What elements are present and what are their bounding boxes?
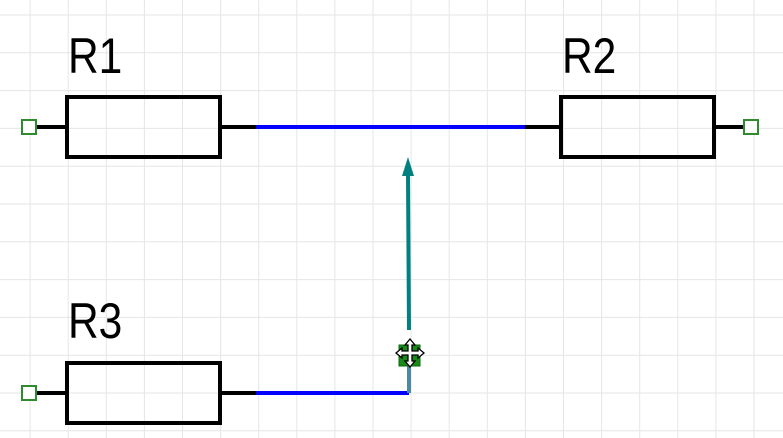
r2-body[interactable] (559, 95, 716, 159)
resistor-r1[interactable]: R1 (21, 28, 222, 159)
resistor-r3[interactable]: R3 (21, 293, 256, 425)
r3-label: R3 (68, 293, 122, 349)
arrow-up-icon (402, 157, 414, 176)
drag-direction-line (406, 174, 411, 331)
r1-body[interactable] (65, 95, 222, 159)
r3-pin-1[interactable] (21, 385, 37, 401)
r2-pin-2[interactable] (743, 119, 759, 135)
move-cursor-icon (394, 337, 426, 369)
r2-label: R2 (562, 28, 616, 84)
resistor-r2[interactable]: R2 (559, 28, 759, 159)
r1-label: R1 (68, 28, 122, 84)
r1-pin-1[interactable] (21, 119, 37, 135)
